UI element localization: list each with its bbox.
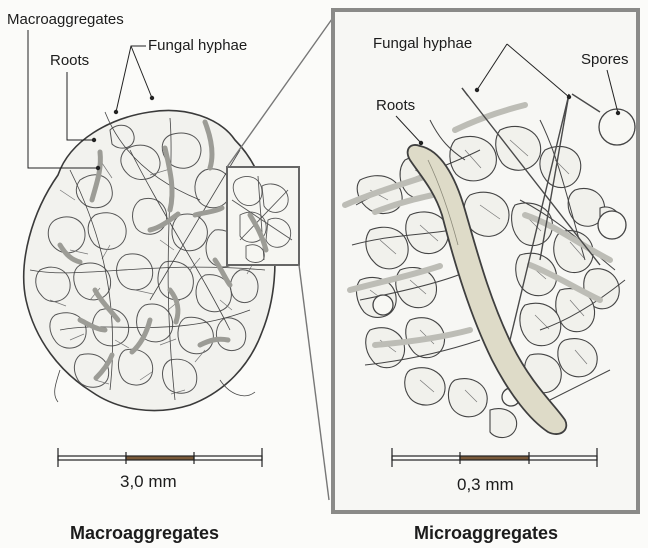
caption-macroaggregates: Macroaggregates	[70, 524, 219, 542]
scale-bar-left	[58, 448, 262, 467]
label-roots-right: Roots	[376, 98, 415, 113]
scale-label-left: 3,0 mm	[120, 473, 177, 490]
label-fungal-hyphae-right: Fungal hyphae	[373, 36, 472, 51]
caption-microaggregates: Microaggregates	[414, 524, 558, 542]
label-macroaggregates: Macroaggregates	[7, 12, 124, 27]
label-spores: Spores	[581, 52, 629, 67]
label-roots-left: Roots	[50, 53, 89, 68]
scale-label-right: 0,3 mm	[457, 476, 514, 493]
label-fungal-hyphae-left: Fungal hyphae	[148, 38, 247, 53]
